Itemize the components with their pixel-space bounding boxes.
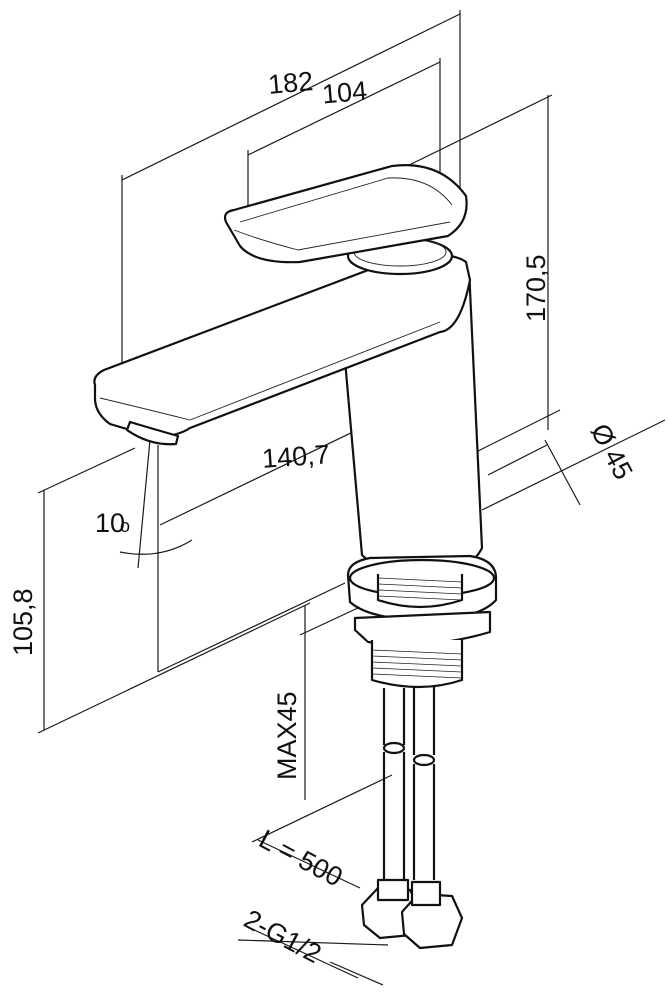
dim-spout-height: 105,8 (8, 588, 38, 656)
thread-lines (371, 577, 463, 679)
dim-angle-degree: o (120, 516, 130, 536)
dim-hose-length: L = 500 (254, 824, 347, 893)
dim-height: 170,5 (521, 254, 551, 322)
dim-spout-reach: 140,7 (261, 439, 331, 474)
supply-hoses (382, 686, 436, 880)
connection-nuts (360, 878, 464, 950)
mounting-assembly (346, 554, 498, 689)
dim-base-diameter: Ø 45 (585, 419, 639, 485)
faucet-body (93, 253, 484, 577)
dim-connection: 2-G1/2 (239, 904, 326, 969)
dimension-lines (37, 10, 666, 986)
dim-spout-angle: 10 (95, 508, 125, 538)
dim-overall-length: 182 (267, 66, 315, 100)
faucet-lever (223, 164, 468, 276)
dim-handle-length: 104 (321, 76, 369, 110)
dim-max-thickness: MAX45 (272, 691, 302, 780)
